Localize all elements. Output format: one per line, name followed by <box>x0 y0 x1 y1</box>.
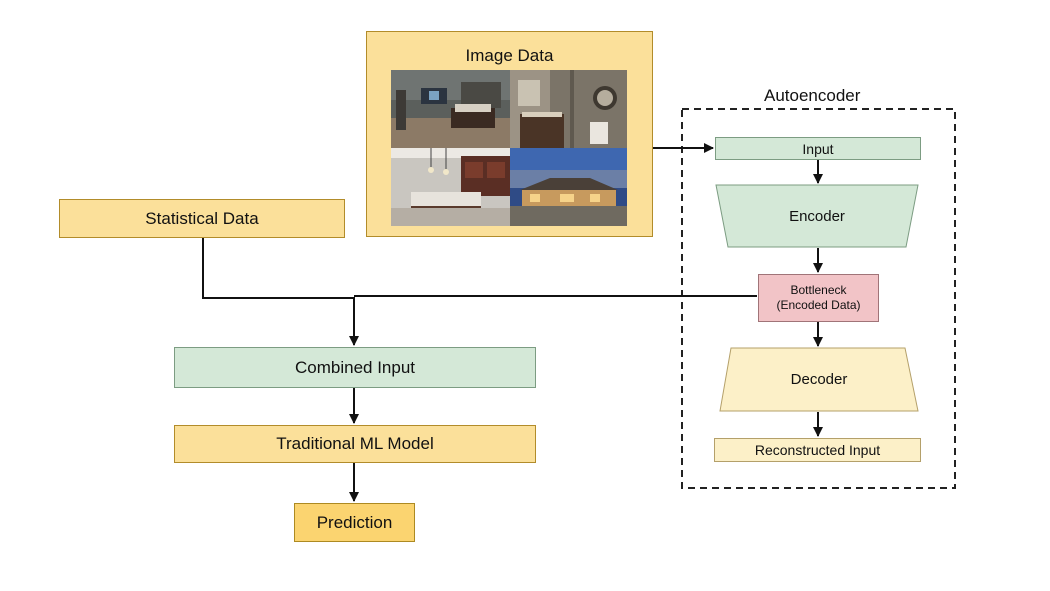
reconstructed-input-label: Reconstructed Input <box>754 442 881 458</box>
statistical-data-label: Statistical Data <box>145 208 259 228</box>
ml-model-box: Traditional ML Model <box>174 425 536 463</box>
bottleneck-sublabel: (Encoded Data) <box>776 298 861 312</box>
reconstructed-input-box: Reconstructed Input <box>714 438 921 462</box>
photo-house-exterior <box>510 148 627 226</box>
decoder-label-wrap: Decoder <box>720 348 918 411</box>
ml-model-label: Traditional ML Model <box>276 434 434 453</box>
statistical-data-box: Statistical Data <box>59 199 345 238</box>
encoder-label-wrap: Encoder <box>716 185 918 247</box>
image-data-title: Image Data <box>465 46 554 65</box>
photo-bathroom <box>510 70 627 148</box>
line-statistical-to-junction <box>202 238 354 299</box>
autoencoder-title: Autoencoder <box>764 86 861 105</box>
decoder-label: Decoder <box>790 371 848 388</box>
encoder-shape <box>715 184 919 248</box>
input-label: Input <box>802 140 834 157</box>
autoencoder-frame <box>681 108 956 489</box>
combined-input-label: Combined Input <box>294 357 416 377</box>
bottleneck-box: Bottleneck (Encoded Data) <box>758 274 879 322</box>
combined-input-box: Combined Input <box>174 347 536 388</box>
photo-bedroom <box>391 70 510 148</box>
bottleneck-label: Bottleneck <box>790 283 847 297</box>
encoder-label: Encoder <box>789 207 845 225</box>
prediction-box: Prediction <box>294 503 415 542</box>
prediction-label: Prediction <box>316 512 393 532</box>
input-box: Input <box>715 137 921 160</box>
photo-kitchen <box>391 148 510 226</box>
decoder-shape <box>719 347 919 412</box>
